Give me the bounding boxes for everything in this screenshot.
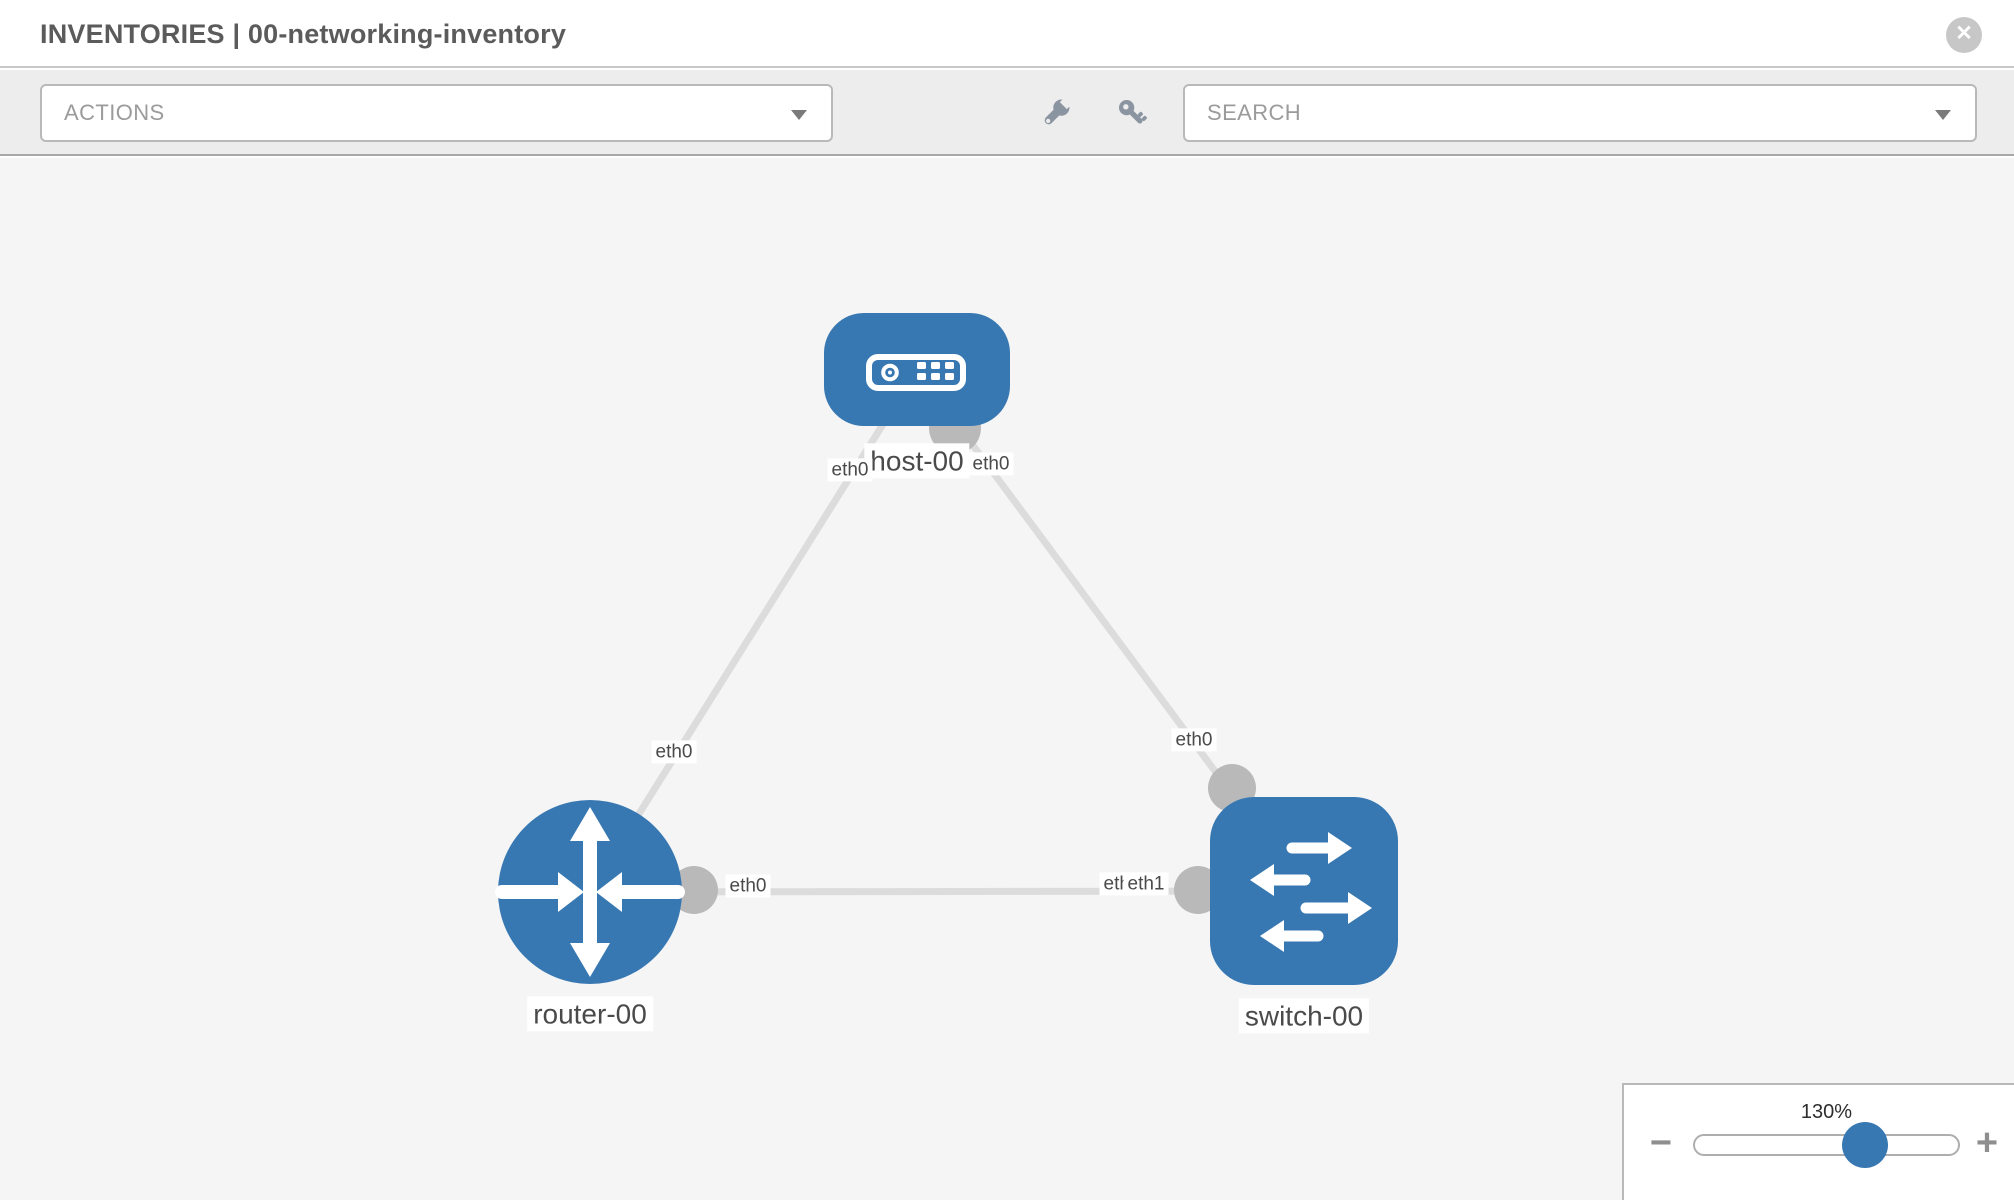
iface-label-switch-eth1: eth1 [1123,872,1169,896]
page-title: INVENTORIES | 00-networking-inventory [40,19,567,49]
server-icon [866,354,966,391]
key-icon [1118,99,1147,124]
actions-dropdown-label: ACTIONS [64,100,165,125]
wrench-icon [1044,95,1074,125]
iface-label-host-eth0-right: eth0 [968,452,1014,476]
search-dropdown[interactable]: SEARCH [1183,84,1977,142]
zoom-slider-thumb[interactable] [1842,1122,1888,1168]
close-button[interactable]: ✕ [1946,17,1982,53]
iface-label-link-router-eth0: eth0 [651,740,697,764]
interface-ports [670,402,1256,914]
iface-label-link-switch-eth0: eth0 [1171,728,1217,752]
zoom-in-button[interactable]: + [1975,1122,1999,1164]
node-label-router: router-00 [527,996,653,1032]
close-icon: ✕ [1955,22,1973,45]
chevron-down-icon [1935,110,1951,120]
switch-icon [1250,832,1372,952]
node-switch-00[interactable] [1210,797,1398,985]
search-dropdown-label: SEARCH [1207,100,1302,125]
chevron-down-icon [791,110,807,120]
zoom-control-panel: 130% − + [1622,1083,2014,1200]
key-button[interactable] [1115,96,1151,132]
topology-canvas[interactable]: host-00 router-00 switch-00 eth0 eth0 et… [0,158,2014,1200]
node-host-00[interactable] [824,313,1010,426]
iface-label-router-eth0: eth0 [725,874,771,898]
zoom-slider-track[interactable] [1693,1134,1960,1156]
iface-label-host-eth0-left: eth0 [827,458,873,482]
zoom-level: 130% [1800,1101,1853,1123]
toolbar: ACTIONS [0,70,2014,156]
wrench-button[interactable] [1037,95,1074,132]
port-router-eth0[interactable] [670,866,718,914]
router-icon [495,807,685,977]
node-label-host: host-00 [864,443,970,479]
node-label-switch: switch-00 [1238,998,1370,1034]
link-host-router[interactable] [587,368,920,894]
page-header: INVENTORIES | 00-networking-inventory ✕ [0,0,2014,68]
actions-dropdown[interactable]: ACTIONS [40,84,833,142]
node-router-00[interactable] [495,800,685,984]
zoom-out-button[interactable]: − [1649,1122,1673,1164]
